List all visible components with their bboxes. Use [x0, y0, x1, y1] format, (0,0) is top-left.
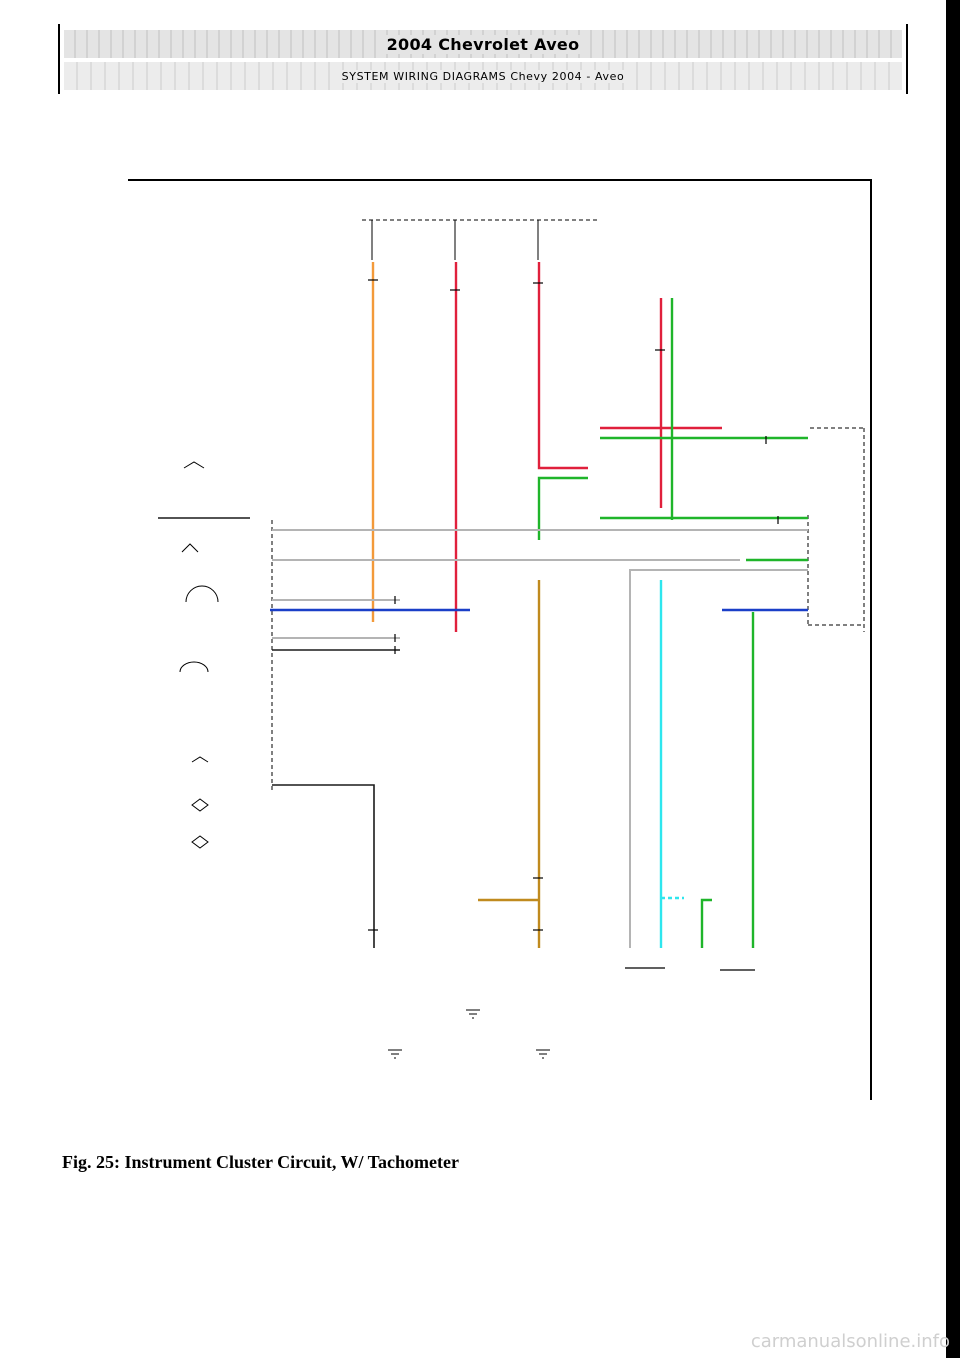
wire-black	[158, 517, 400, 948]
lamp-symbol-3	[191, 756, 209, 763]
gauge-symbol-2	[181, 543, 199, 553]
gauge-symbol-1	[185, 585, 219, 603]
ground-symbols	[388, 1009, 550, 1059]
wire-green	[537, 298, 808, 948]
right-edge-bar	[946, 0, 960, 1358]
connector-marks	[368, 279, 779, 971]
header-subtitle-band: SYSTEM WIRING DIAGRAMS Chevy 2004 - Aveo	[64, 62, 902, 90]
wire-gray	[272, 529, 808, 948]
gauge-symbol-3	[179, 661, 209, 673]
lamp-symbol-1	[191, 798, 209, 812]
wire-tan	[478, 580, 541, 948]
page-header: 2004 Chevrolet Aveo SYSTEM WIRING DIAGRA…	[58, 24, 908, 94]
gauge-symbol-4	[183, 461, 205, 469]
lamp-symbol-2	[191, 835, 209, 849]
diagram-frame	[128, 179, 872, 1100]
cluster-outline	[271, 427, 865, 790]
header-title: 2004 Chevrolet Aveo	[378, 34, 588, 54]
indicator-symbols	[179, 461, 219, 849]
wire-red	[454, 262, 722, 632]
header-title-band: 2004 Chevrolet Aveo	[64, 30, 902, 58]
header-subtitle: SYSTEM WIRING DIAGRAMS Chevy 2004 - Aveo	[335, 69, 631, 83]
watermark-text: carmanualsonline.info	[750, 1331, 950, 1352]
wire-cyan	[659, 580, 684, 948]
figure-caption: Fig. 25: Instrument Cluster Circuit, W/ …	[62, 1152, 459, 1172]
fuse-block	[362, 219, 600, 260]
